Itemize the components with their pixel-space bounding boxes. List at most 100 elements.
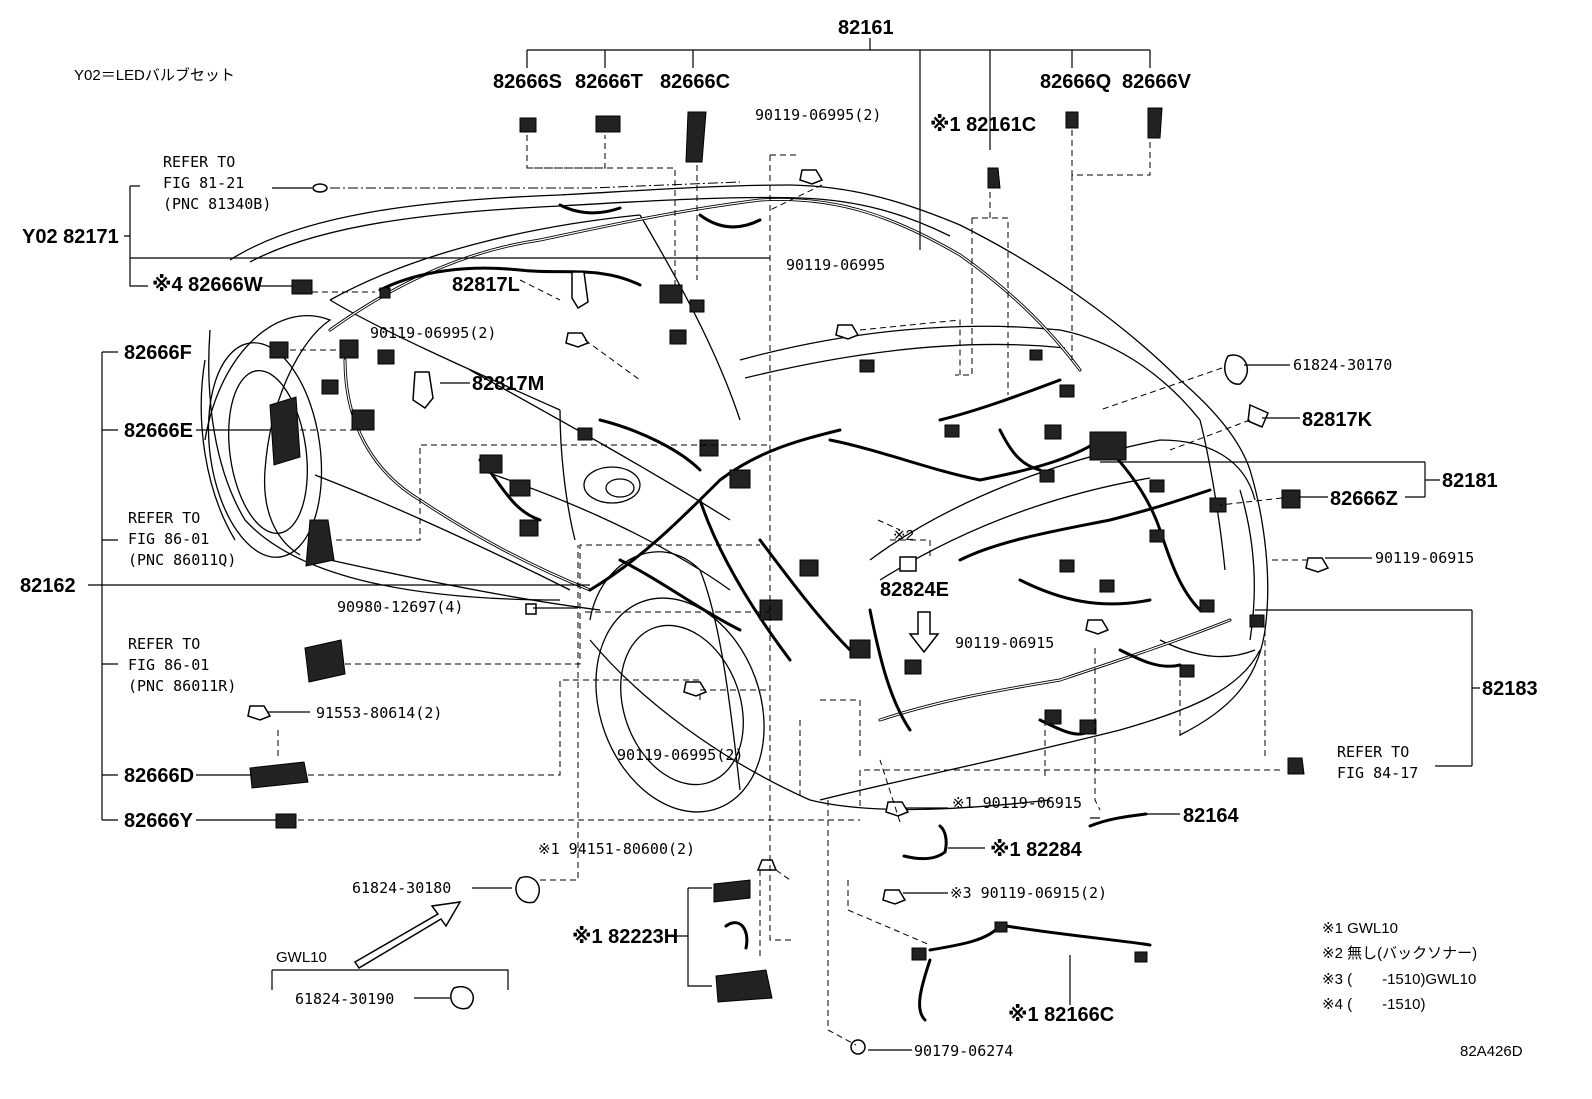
label-82183: 82183 <box>1482 678 1538 700</box>
bolt-90119-06915-mid-icon <box>1085 619 1110 635</box>
footnote-4: ※4 ( -1510) <box>1322 996 1425 1013</box>
grommet-61824-30180-icon <box>515 876 540 904</box>
grommet-61824-30170-icon <box>1224 354 1249 385</box>
label-82223H: ※1 82223H <box>572 926 678 948</box>
leader-lines <box>88 38 1480 1051</box>
label-82666Q: 82666Q <box>1040 71 1111 93</box>
vehicle-body-outline <box>200 184 1269 813</box>
refer-86-01-r-line2: FIG 86-01 <box>128 656 209 674</box>
dashed-reference-lines <box>277 130 1308 1046</box>
variant-note: Y02＝LEDバルブセット <box>74 66 235 84</box>
label-94151-80600: ※1 94151-80600(2) <box>538 840 695 858</box>
harness-floor-82162 <box>343 358 852 662</box>
refer-84-17-line1: REFER TO <box>1337 743 1409 761</box>
part-82666Z-icon <box>1281 489 1301 509</box>
label-61824-30190: 61824-30190 <box>295 990 394 1008</box>
refer-86-01-r-line3: (PNC 86011R) <box>128 677 236 695</box>
refer-84-17-line2: FIG 84-17 <box>1337 764 1418 782</box>
part-82824E-icon <box>899 556 917 572</box>
label-82666F: 82666F <box>124 342 192 364</box>
nut-94151-80600-icon <box>756 859 778 871</box>
part-82666C-icon <box>685 111 707 163</box>
label-82166C: ※1 82166C <box>1008 1004 1114 1026</box>
connector-blocks <box>321 284 1265 735</box>
label-90119-06995-2-left: 90119-06995(2) <box>370 324 496 342</box>
label-90119-06995-2-bottom: 90119-06995(2) <box>617 746 743 764</box>
refer-86-01-q-line2: FIG 86-01 <box>128 530 209 548</box>
label-82164: 82164 <box>1183 805 1239 827</box>
bolt-90119-06995-bottom-icon <box>683 681 708 697</box>
label-90980-12697: 90980-12697(4) <box>337 598 463 616</box>
refer-81-21-line2: FIG 81-21 <box>163 174 244 192</box>
bolt-91553-80614-icon <box>247 705 272 721</box>
label-90179-06274: 90179-06274 <box>914 1042 1013 1060</box>
bolt-90119-06915-2-icon <box>882 889 907 905</box>
label-82666E: 82666E <box>124 420 193 442</box>
label-82666Z: 82666Z <box>1330 488 1398 510</box>
part-82666Y-icon <box>275 813 297 829</box>
label-82666W: ※4 82666W <box>152 274 263 296</box>
part-86011R-icon <box>304 639 346 683</box>
label-90119-06915-note1: ※1 90119-06915 <box>952 794 1082 812</box>
part-82666E-icon <box>269 396 301 466</box>
label-82666C: 82666C <box>660 71 730 93</box>
label-90119-06995-2-top: 90119-06995(2) <box>755 106 881 124</box>
label-82161: 82161 <box>838 17 894 39</box>
part-82223H-bracket-icon <box>713 879 751 903</box>
footnotes: ※1 GWL10 ※2 無し(バックソナー) ※3 ( -1510)GWL10 … <box>1322 920 1477 1013</box>
note-2-mark: ※2 <box>893 527 914 544</box>
label-82817M: 82817M <box>472 373 544 395</box>
label-82666D: 82666D <box>124 765 194 787</box>
label-90119-06915-right: 90119-06915 <box>1375 549 1474 567</box>
part-86011Q-icon <box>305 519 335 567</box>
label-90119-06915-mid: 90119-06915 <box>955 634 1054 652</box>
part-82666V-icon <box>1147 107 1163 139</box>
refer-86-01-q-line3: (PNC 86011Q) <box>128 551 236 569</box>
footnote-2: ※2 無し(バックソナー) <box>1322 945 1477 962</box>
refer-81-21-line3: (PNC 81340B) <box>163 195 271 213</box>
clip-90980-12697-icon <box>525 603 537 615</box>
label-61824-30170: 61824-30170 <box>1293 356 1392 374</box>
footnote-3: ※3 ( -1510)GWL10 <box>1322 971 1476 988</box>
callout-labels: 82161 Y02＝LEDバルブセット 82666S 82666T 82666C… <box>20 17 1538 1060</box>
refer-86-01-q-line1: REFER TO <box>128 509 200 527</box>
label-82666T: 82666T <box>575 71 643 93</box>
label-82161C: ※1 82161C <box>930 114 1036 136</box>
label-82666S: 82666S <box>493 71 562 93</box>
label-82162: 82162 <box>20 575 76 597</box>
part-82666F-icon <box>269 341 289 359</box>
part-82817K-icon <box>1247 403 1269 428</box>
part-82284-icon <box>902 824 948 861</box>
footnote-1: ※1 GWL10 <box>1322 920 1398 937</box>
view-arrow-icon <box>353 901 462 970</box>
part-82666W-icon <box>291 279 313 295</box>
label-82666Y: 82666Y <box>124 810 194 832</box>
label-82284: ※1 82284 <box>990 839 1083 861</box>
figure-code: 82A426D <box>1460 1043 1523 1060</box>
part-82164-icon <box>1088 812 1148 828</box>
refer-86-01-r-line1: REFER TO <box>128 635 200 653</box>
bolt-90119-06915-note1-icon <box>885 801 910 817</box>
grommet-84-17-icon <box>1287 757 1305 775</box>
bolt-90119-06995-mid-icon <box>835 324 860 340</box>
grommet-61824-30190-icon <box>450 985 474 1010</box>
bolt-90119-06995-top-icon <box>799 169 824 185</box>
bolt-90119-06915-right-icon <box>1305 557 1330 573</box>
grommet-90179-06274-icon <box>850 1039 866 1055</box>
label-82817L: 82817L <box>452 274 520 296</box>
arrow-down-icon <box>908 611 940 654</box>
refer-81-21-line1: REFER TO <box>163 153 235 171</box>
part-82666D-icon <box>249 761 309 789</box>
label-61824-30180: 61824-30180 <box>352 879 451 897</box>
part-82223H-clip-icon <box>724 921 749 950</box>
part-82666Q-icon <box>1065 111 1079 129</box>
label-y02-82171: Y02 82171 <box>22 226 119 248</box>
grommet-81340B-icon <box>312 183 328 193</box>
part-82223H-base-icon <box>715 969 773 1003</box>
part-82161C-icon <box>987 167 1001 189</box>
harness-roof-82161 <box>328 197 1082 372</box>
bolt-90119-06995-left-icon <box>565 332 590 348</box>
part-82817M-icon <box>412 371 434 410</box>
label-82181: 82181 <box>1442 470 1498 492</box>
